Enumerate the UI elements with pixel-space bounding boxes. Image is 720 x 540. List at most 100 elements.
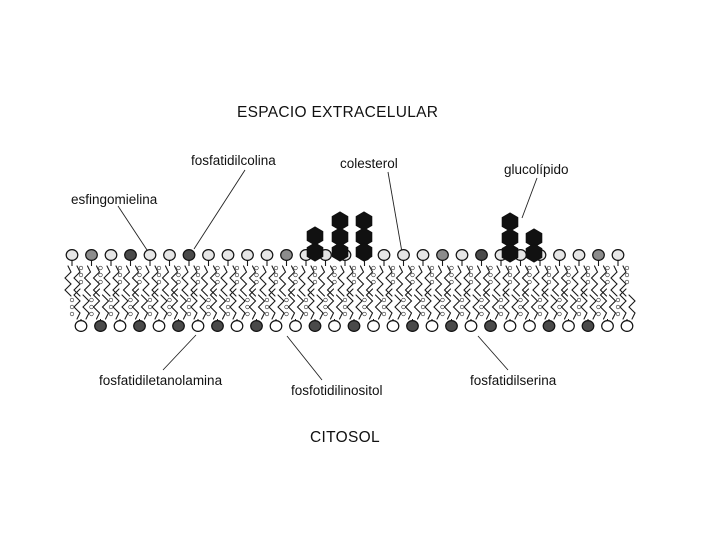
lipid-head — [475, 249, 488, 262]
lipid-head — [592, 249, 605, 262]
lipid-head — [74, 320, 88, 333]
inner-phospholipid — [615, 288, 636, 333]
lipid-head — [241, 249, 254, 262]
lipid-head — [289, 320, 302, 333]
lipid-head — [202, 249, 215, 262]
lipid-head — [601, 320, 614, 333]
lipid-head — [250, 320, 263, 333]
outer-phospholipid — [122, 249, 142, 297]
inner-phospholipid — [498, 288, 519, 333]
outer-phospholipid — [200, 249, 220, 297]
outer-phospholipid — [317, 249, 337, 297]
glycolipid-hexagon-cluster — [501, 212, 543, 263]
inner-phospholipid — [420, 288, 441, 333]
outer-phospholipid — [161, 249, 181, 297]
lipid-head — [191, 320, 205, 333]
inner-phospholipid — [69, 288, 90, 333]
lipid-head — [455, 249, 469, 262]
lipid-head — [416, 249, 430, 262]
lipid-head — [152, 320, 166, 333]
inner-phospholipid — [557, 288, 578, 333]
inner-phospholipid — [167, 288, 188, 333]
outer-phospholipid — [278, 249, 298, 297]
outer-phospholipid — [415, 249, 435, 297]
lipid-head — [113, 320, 127, 333]
lipid-head — [553, 249, 566, 262]
phosphatidylcholine-label: fosfatidilcolina — [191, 153, 276, 168]
lipid-head — [85, 249, 98, 262]
lipid-head — [65, 249, 79, 262]
lipid-head — [280, 249, 293, 262]
lipid-head — [328, 320, 341, 333]
inner-phospholipid — [284, 288, 305, 333]
phosphatidylserine-label: fosfatidilserina — [470, 373, 557, 388]
outer-phospholipid — [259, 249, 279, 297]
cholesterol-hexagon-cluster — [306, 211, 373, 262]
lipid-head — [542, 320, 556, 333]
extracellular-space-label: ESPACIO EXTRACELULAR — [237, 104, 438, 121]
phosphatidylethanolamine-label: fosfatidiletanolamina — [99, 373, 223, 388]
lipid-head — [94, 320, 107, 333]
outer-phospholipid — [454, 249, 474, 297]
cholesterol-hexagon — [331, 211, 349, 231]
cholesterol-hexagon — [306, 226, 324, 246]
outer-phospholipid — [64, 249, 84, 297]
inner-phospholipid — [381, 288, 402, 333]
inner-phospholipid — [342, 288, 363, 333]
lipid-head — [464, 320, 478, 333]
phosphatidylethanolamine-leader — [162, 334, 197, 371]
lipid-head — [347, 320, 361, 333]
lipid-head — [523, 320, 536, 333]
outer-phospholipid — [376, 249, 396, 297]
inner-phospholipid — [89, 288, 110, 333]
outer-phospholipid — [181, 249, 201, 297]
glycolipid-hexagon — [525, 243, 543, 263]
phosphatidylcholine-leader — [193, 169, 246, 250]
inner-phospholipid — [225, 288, 246, 333]
inner-phospholipid — [108, 288, 129, 333]
outer-phospholipid — [551, 249, 571, 297]
sphingomyelin-label: esfingomielina — [71, 192, 158, 207]
cholesterol-leader — [387, 171, 404, 259]
cholesterol-hexagon — [355, 227, 373, 247]
glycolipid-hexagon — [501, 212, 519, 232]
inner-phospholipid — [459, 288, 480, 333]
lipid-head — [484, 320, 497, 333]
inner-leaflet — [69, 288, 636, 333]
lipid-head — [406, 320, 419, 333]
inner-phospholipid — [401, 288, 422, 333]
inner-phospholipid — [362, 288, 383, 333]
glycolipid-hexagon — [525, 228, 543, 248]
outer-phospholipid — [571, 249, 591, 297]
lipid-head — [386, 320, 400, 333]
outer-phospholipid — [590, 249, 610, 297]
outer-phospholipid — [395, 249, 415, 297]
lipid-head — [133, 320, 146, 333]
inner-phospholipid — [440, 288, 461, 333]
outer-phospholipid — [610, 249, 630, 297]
lipid-head — [611, 249, 625, 262]
inner-phospholipid — [264, 288, 285, 333]
glycolipid-leader — [521, 177, 538, 219]
lipid-head — [436, 249, 449, 262]
cholesterol-hexagon — [306, 242, 324, 262]
inner-phospholipid — [518, 288, 539, 333]
outer-phospholipid — [239, 249, 259, 297]
phosphatidylserine-leader — [477, 335, 509, 371]
glycolipid-hexagon — [501, 243, 519, 263]
lipid-head — [269, 320, 283, 333]
inner-phospholipid — [596, 288, 617, 333]
lipid-head — [230, 320, 244, 333]
lipid-head — [397, 249, 410, 262]
lipid-head — [104, 249, 118, 262]
inner-phospholipid — [186, 288, 207, 333]
lipid-head — [163, 249, 176, 262]
cholesterol-label: colesterol — [340, 156, 398, 171]
cytosol-label: CITOSOL — [310, 429, 380, 446]
outer-phospholipid — [103, 249, 123, 297]
inner-phospholipid — [323, 288, 344, 333]
lipid-head — [211, 320, 224, 333]
outer-leaflet — [64, 249, 630, 297]
inner-phospholipid — [206, 288, 227, 333]
